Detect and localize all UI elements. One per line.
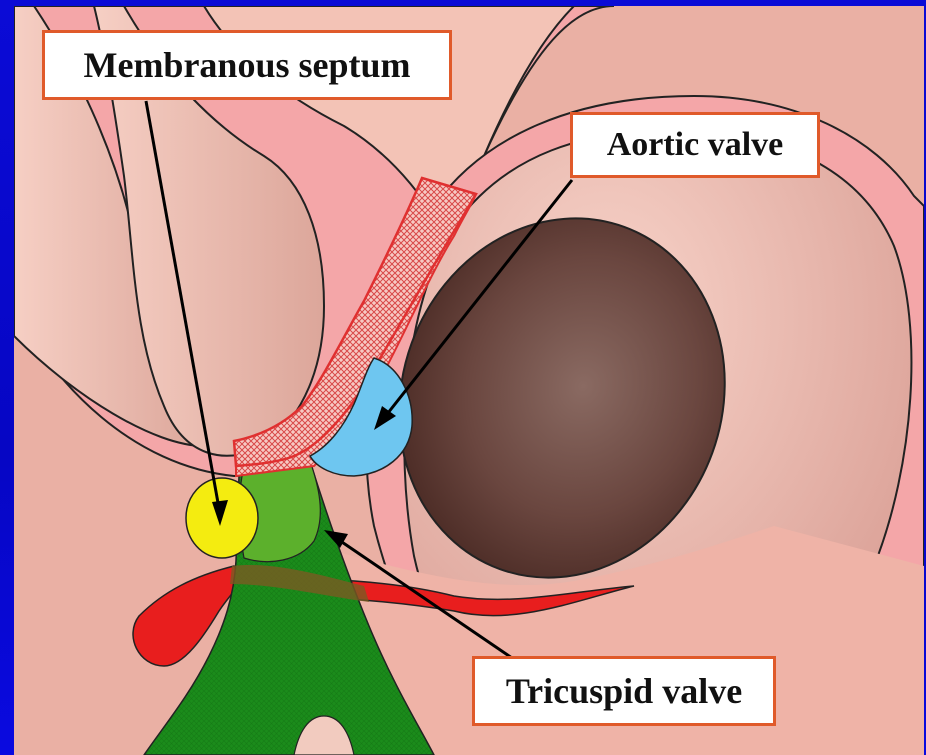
label-aortic-valve-text: Aortic valve — [607, 126, 784, 164]
label-membranous-septum: Membranous septum — [42, 30, 452, 100]
label-aortic-valve: Aortic valve — [570, 112, 820, 178]
label-tricuspid-valve: Tricuspid valve — [472, 656, 776, 726]
label-membranous-septum-text: Membranous septum — [83, 44, 410, 86]
label-tricuspid-valve-text: Tricuspid valve — [506, 670, 742, 712]
